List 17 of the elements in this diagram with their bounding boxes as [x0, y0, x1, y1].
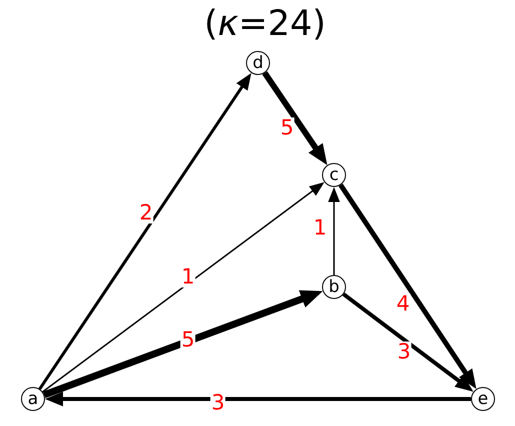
- arrow: [42, 182, 324, 392]
- edge-label: 1: [180, 266, 196, 288]
- arrow: [342, 292, 474, 392]
- arrow: [43, 290, 323, 398]
- graph-node: e: [471, 387, 495, 411]
- graph-node: c: [322, 163, 346, 187]
- graph-node: b: [322, 275, 346, 299]
- arrow: [328, 187, 340, 275]
- arrow: [338, 184, 476, 389]
- graph-node: d: [246, 51, 270, 75]
- arrow: [38, 72, 252, 390]
- graph-title: (κ=24): [204, 4, 326, 44]
- edge-label: 2: [138, 202, 154, 224]
- edge-label: 5: [180, 330, 196, 350]
- arrow: [45, 392, 471, 406]
- arrow: [262, 71, 328, 166]
- graph-node: a: [21, 387, 45, 411]
